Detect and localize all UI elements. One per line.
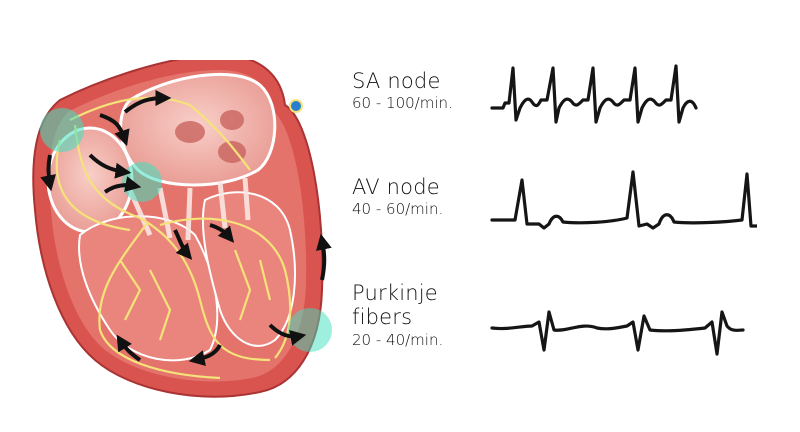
av-node-name: AV node (352, 175, 440, 199)
arrow-icon (103, 176, 142, 194)
sa-node-rate: 60 - 100/min. (352, 94, 453, 113)
purkinje-label: Purkinje fibers 20 - 40/min. (352, 281, 443, 349)
av-node-highlight (122, 162, 162, 202)
sa-node-ecg-trace (490, 64, 698, 124)
arrow-icon (99, 113, 130, 147)
purkinje-rate: 20 - 40/min. (352, 331, 444, 350)
arrow-icon (116, 334, 142, 362)
arrow-icon (40, 154, 56, 192)
arrow-icon (123, 90, 172, 114)
sa-node-name: SA node (352, 69, 441, 93)
av-node-ecg-trace (490, 170, 757, 230)
arrow-icon (188, 343, 222, 366)
av-node-label: AV node 40 - 60/min. (352, 176, 443, 218)
av-node-rate: 40 - 60/min. (352, 200, 444, 219)
sa-node-highlight (40, 108, 84, 152)
arrow-icon (209, 223, 235, 243)
arrow-icon (173, 229, 193, 260)
purkinje-name-line1: Purkinje (352, 281, 438, 305)
ventricles (78, 177, 296, 362)
purkinje-name-line2: fibers (352, 305, 413, 330)
purkinje-highlight (288, 308, 332, 352)
sa-node-label: SA node 60 - 100/min. (352, 70, 453, 112)
purkinje-ecg-trace (490, 310, 745, 356)
arrow-icon (268, 323, 307, 346)
arrow-icon (88, 153, 132, 179)
coronary-vessel-icon (289, 99, 303, 113)
conduction-arrows (40, 90, 332, 366)
arrow-icon (316, 233, 332, 281)
heart-conduction-illustration (32, 60, 332, 398)
